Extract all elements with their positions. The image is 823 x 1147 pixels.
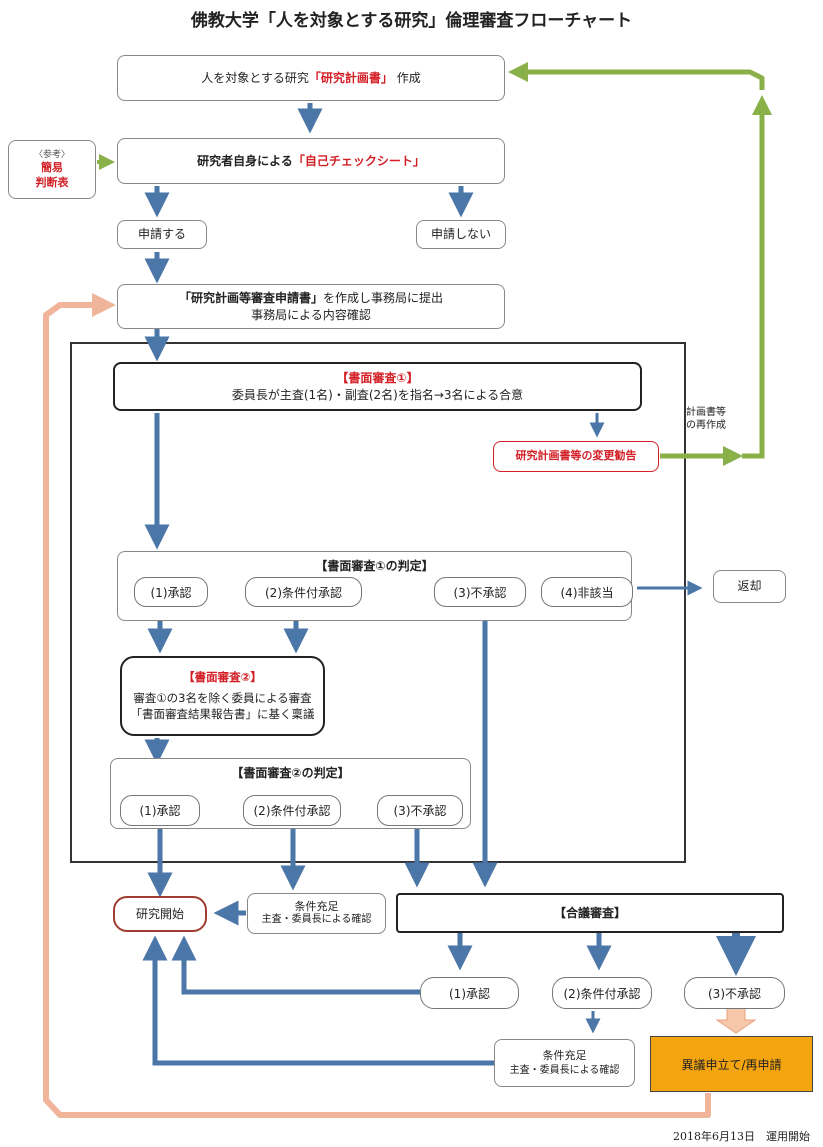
plan-text-highlight: 「研究計画書」	[308, 70, 393, 85]
self-check-text-pre: 研究者自身による	[197, 153, 293, 168]
reference-box: 〈参考〉 簡易 判断表	[8, 140, 96, 199]
page-title: 佛教大学「人を対象とする研究」倫理審査フローチャート	[190, 11, 633, 31]
judge1-conditional: (2)条件付承認	[245, 577, 362, 607]
review1-title: 【書面審査①】	[336, 371, 419, 386]
reference-label: 〈参考〉	[33, 149, 70, 160]
rewrite-arrow-up	[742, 95, 772, 459]
council-conditional: (2)条件付承認	[552, 977, 652, 1009]
condition-met-box-2: 条件充足 主査・委員長による確認	[494, 1039, 635, 1087]
council-reject: (3)不承認	[684, 977, 785, 1009]
condition-met-2-line1: 条件充足	[542, 1049, 587, 1063]
rewrite-arrow-left	[508, 62, 765, 90]
judge1-title: 【書面審査①の判定】	[315, 559, 434, 573]
submit-highlight: 「研究計画等審査申請書」	[178, 291, 323, 306]
apply-box: 申請する	[117, 220, 207, 249]
council-title: 【合議審査】	[553, 905, 626, 920]
rewrite-label-line2: の再作成	[686, 420, 726, 431]
arrow-cond2-to-start	[142, 935, 494, 1066]
plan-box: 人を対象とする研究「研究計画書」 作成	[117, 55, 505, 101]
footer-date: 2018年6月13日 運用開始	[673, 1130, 810, 1143]
council-review-box: 【合議審査】	[396, 893, 784, 933]
condition-met-2-line2: 主査・委員長による確認	[509, 1064, 620, 1076]
judge1-not-applicable: (4)非該当	[541, 577, 633, 607]
review-frame	[70, 342, 686, 863]
review2-box: 【書面審査②】 審査①の3名を除く委員による審査 「書面審査結果報告書」に基く稟…	[120, 656, 325, 736]
review1-box: 【書面審査①】 委員長が主査(1名)・副査(2名)を指名→3名による合意	[113, 362, 642, 411]
judge1-approve: (1)承認	[134, 577, 208, 607]
condition-met-1-line2: 主査・委員長による確認	[261, 914, 372, 926]
judge2-approve: (1)承認	[120, 795, 200, 826]
council-approve: (1)承認	[420, 977, 519, 1009]
judge2-conditional: (2)条件付承認	[243, 795, 341, 826]
judge1-reject: (3)不承認	[434, 577, 526, 607]
judge2-reject: (3)不承認	[377, 795, 463, 826]
review1-desc: 委員長が主査(1名)・副査(2名)を指名→3名による合意	[231, 387, 524, 402]
arrow-reject-to-appeal	[715, 1006, 757, 1034]
judge2-title: 【書面審査②の判定】	[231, 766, 350, 780]
submit-box: 「研究計画等審査申請書」を作成し事務局に提出 事務局による内容確認	[117, 284, 505, 329]
reference-name-2: 判断表	[35, 175, 69, 189]
review2-desc1: 審査①の3名を除く委員による審査	[133, 691, 312, 706]
review2-title: 【書面審査②】	[183, 669, 262, 684]
rewrite-label-line1: 計画書等	[686, 407, 726, 418]
submit-line2: 事務局による内容確認	[251, 307, 371, 322]
condition-met-1-line1: 条件充足	[294, 900, 339, 914]
return-box: 返却	[713, 570, 786, 603]
self-check-box: 研究者自身による「自己チェックシート」	[117, 138, 505, 184]
reference-name-1: 簡易	[41, 160, 63, 174]
rewrite-label: 計画書等 の再作成	[686, 406, 746, 432]
condition-met-box-1: 条件充足 主査・委員長による確認	[247, 893, 386, 934]
change-advice-box: 研究計画書等の変更勧告	[493, 441, 659, 472]
review2-desc2: 「書面審査結果報告書」に基く稟議	[130, 706, 315, 721]
no-apply-box: 申請しない	[416, 220, 506, 249]
plan-text-post: 作成	[396, 70, 421, 85]
appeal-box: 異議申立て/再申請	[650, 1036, 813, 1092]
research-start-box: 研究開始	[113, 896, 207, 932]
plan-text-pre: 人を対象とする研究	[201, 70, 309, 85]
self-check-text-highlight: 「自己チェックシート」	[292, 153, 425, 168]
submit-line1: を作成し事務局に提出	[323, 291, 444, 306]
arrow-council-approve-to-start	[171, 935, 420, 995]
resubmit-arrow	[43, 293, 711, 1118]
